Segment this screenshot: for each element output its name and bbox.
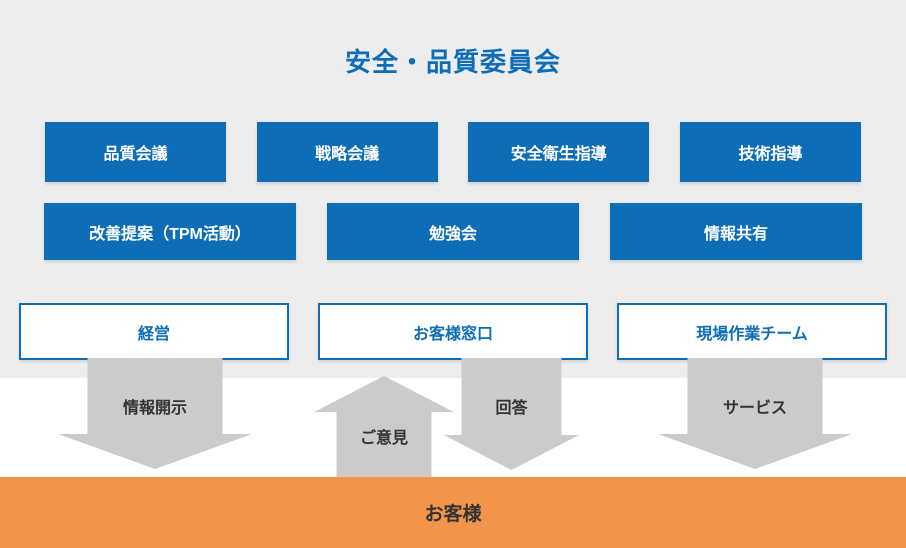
flow-label-info-disclosure: 情報開示 [122, 400, 187, 417]
teams-row: 経営 お客様窓口 現場作業チーム [0, 303, 906, 360]
activity-box-technical-guidance: 技術指導 [679, 122, 861, 182]
activity-box-quality-meeting: 品質会議 [45, 122, 226, 182]
activities-row-1: 品質会議 戦略会議 安全衛生指導 技術指導 [0, 122, 906, 182]
customer-bar: お客様 [0, 477, 906, 548]
team-box-management: 経営 [19, 303, 289, 360]
down-arrow-icon [658, 358, 852, 469]
activity-box-improvement-tpm: 改善提案（TPM活動） [44, 203, 296, 260]
down-arrow-icon [58, 358, 252, 469]
team-box-customer-desk: お客様窓口 [318, 303, 588, 360]
team-box-field-work-team: 現場作業チーム [617, 303, 887, 360]
flow-label-service: サービス [722, 400, 787, 417]
flow-label-opinions: ご意見 [359, 430, 408, 447]
flow-label-answers: 回答 [495, 400, 528, 417]
customer-bar-label: お客様 [424, 504, 482, 525]
activity-box-strategy-meeting: 戦略会議 [256, 122, 438, 182]
activity-box-info-sharing: 情報共有 [610, 203, 862, 260]
flow-arrow-answers: 回答 [444, 358, 579, 470]
flow-arrow-service: サービス [658, 358, 852, 469]
flow-arrow-info-disclosure: 情報開示 [58, 358, 252, 469]
up-arrow-icon [314, 376, 454, 477]
activity-box-study-group: 勉強会 [327, 203, 579, 260]
activities-row-2: 改善提案（TPM活動） 勉強会 情報共有 [0, 203, 906, 260]
flow-arrow-opinions: ご意見 [314, 376, 454, 477]
diagram-title: 安全・品質委員会 [344, 47, 561, 77]
down-arrow-icon [444, 358, 579, 470]
activity-box-safety-hygiene-guidance: 安全衛生指導 [468, 122, 650, 182]
